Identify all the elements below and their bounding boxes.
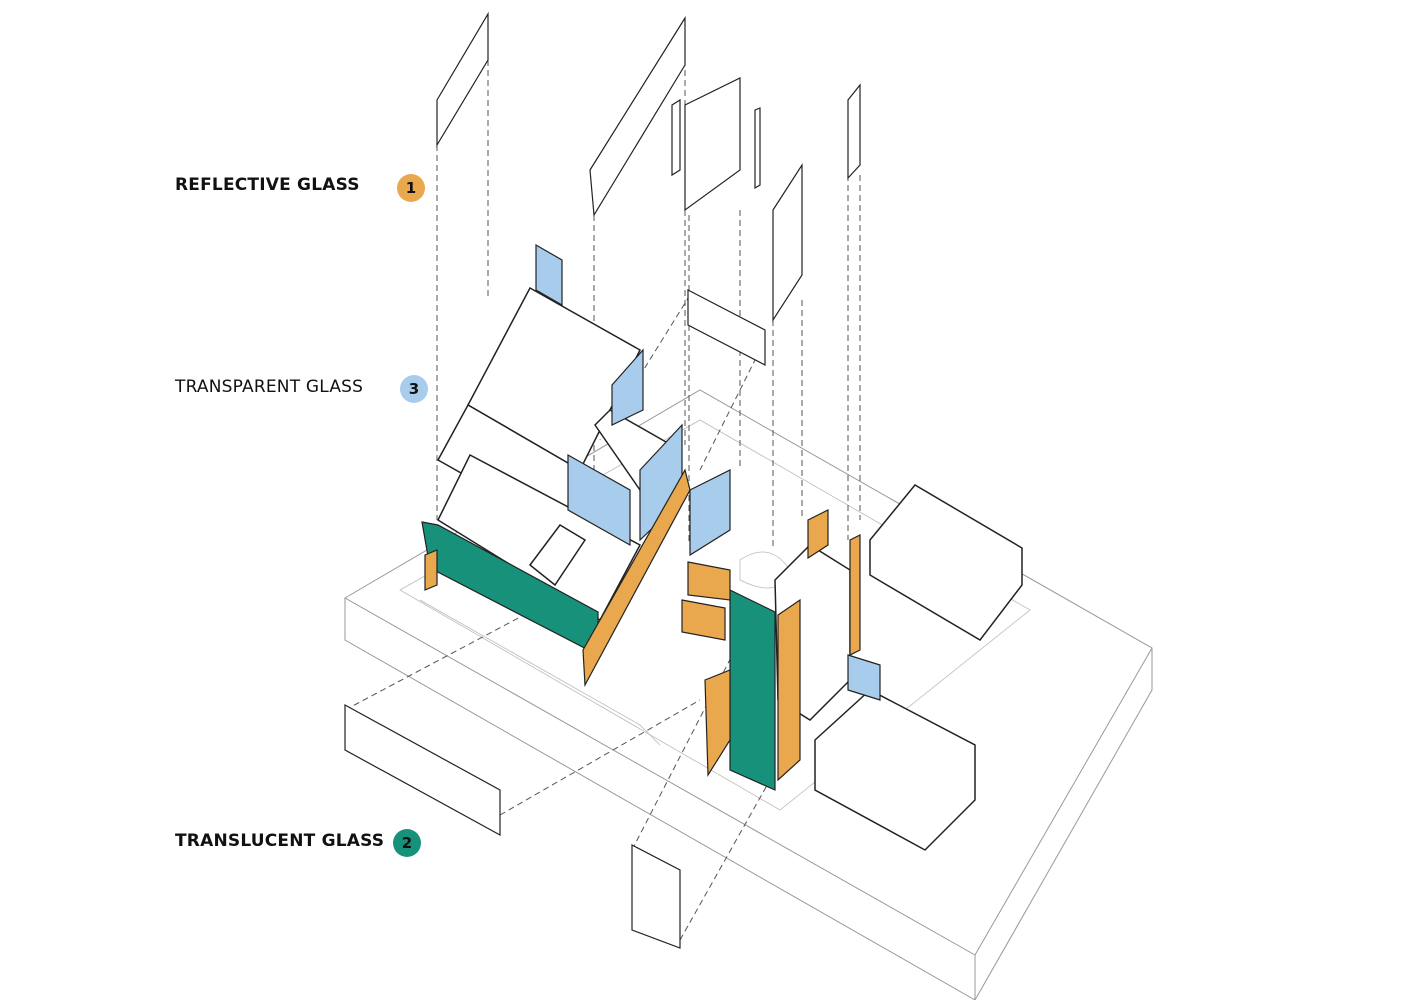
transparent-glass-panels	[535, 243, 881, 701]
legend-badge: 1	[397, 174, 425, 202]
facade-elevations	[344, 11, 861, 949]
legend-transparent-glass: TRANSPARENT GLASS 3	[175, 375, 428, 403]
legend-label: TRANSPARENT GLASS	[175, 377, 364, 397]
translucent-glass-panels	[421, 521, 776, 791]
legend-label: REFLECTIVE GLASS	[175, 175, 360, 195]
building-volumes	[436, 286, 1023, 851]
legend-badge: 2	[393, 829, 421, 857]
legend-label: TRANSLUCENT GLASS	[175, 831, 385, 851]
legend-badge: 3	[400, 375, 428, 403]
legend-reflective-glass: REFLECTIVE GLASS 1	[175, 174, 425, 202]
legend-translucent-glass: TRANSLUCENT GLASS 2	[175, 829, 421, 857]
reflective-glass-panels	[424, 468, 861, 782]
